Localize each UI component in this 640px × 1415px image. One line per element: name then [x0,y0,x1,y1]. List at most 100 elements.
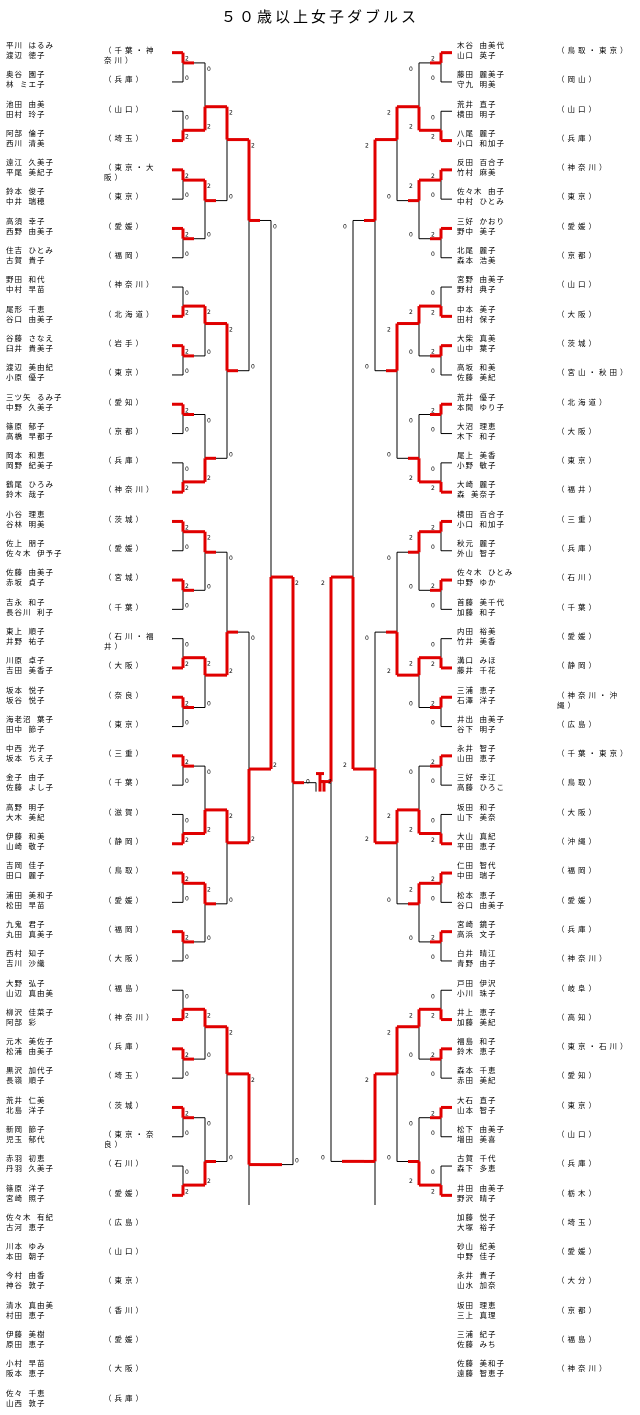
score-label: 0 [185,817,189,824]
prefecture-label: （愛知） [104,397,146,407]
prefecture-label: （香川） [104,1305,146,1315]
player-names: 永井 貴子山水 加奈 [457,1271,553,1291]
player-2-name: 佐々木 伊予子 [6,549,63,559]
entry-row: 中本 美子田村 保子（大阪） [457,302,637,331]
player-1-name: 高坂 和美 [457,363,497,373]
player-2-name: 古賀 貴子 [6,256,46,266]
player-names: 海老沼 葉子田中 節子 [6,715,98,735]
entry-row: 赤羽 初恵丹羽 久美子（石川） [6,1151,166,1180]
entry-row: 佐々木 ひとみ中野 ゆか（石川） [457,565,637,594]
score-label: 2 [431,935,435,942]
player-1-name: 佐上 朋子 [6,539,46,549]
score-label: 2 [207,661,211,668]
final-score-left: 0 [306,779,310,786]
entry-row: 白井 晴江青野 由子（神奈川） [457,946,637,975]
prefecture-label: （東京） [557,456,599,466]
score-label: 2 [409,1012,413,1019]
player-names: 住吉 ひとみ古賀 貴子 [6,246,98,266]
score-label: 2 [251,143,255,150]
score-label: 0 [207,418,211,425]
score-label: 0 [431,192,435,199]
player-1-name: 川本 ゆみ [6,1242,46,1252]
player-names: 宮崎 鏡子高浜 文子 [457,920,553,940]
player-2-name: 丸田 真美子 [6,929,55,939]
player-2-name: 三上 真理 [457,1310,497,1320]
prefecture-label: （東京・石川） [557,1042,631,1052]
score-label: 2 [365,143,369,150]
player-1-name: 池田 由美 [6,99,46,109]
player-1-name: 元木 美佐子 [6,1037,55,1047]
score-label: 0 [185,954,189,961]
prefecture-label: （兵庫） [557,133,599,143]
prefecture-label: （山口） [557,280,599,290]
score-label: 0 [185,1169,189,1176]
score-label: 0 [409,66,413,73]
entry-row: 大山 真紀平田 恵子（沖縄） [457,829,637,858]
prefecture-label: （千葉・神奈川） [104,46,157,65]
player-names: 黒沢 加代子長嶺 順子 [6,1066,98,1086]
player-2-name: 山水 加奈 [457,1281,497,1291]
player-1-name: 清水 真由美 [6,1300,55,1310]
player-names: 反田 百合子竹村 麻美 [457,158,553,178]
player-1-name: 佐藤 由美子 [6,568,55,578]
player-2-name: 森 美奈子 [457,490,497,500]
score-label: 2 [185,1052,189,1059]
score-label: 0 [387,451,391,458]
score-label: 2 [409,1178,413,1185]
player-names: 秋元 麗子外山 智子 [457,539,553,559]
player-2-name: 松田 早苗 [6,900,46,910]
player-1-name: 反田 百合子 [457,158,506,168]
prefecture-label: （京都） [104,426,146,436]
player-names: 荒井 仁美北島 洋子 [6,1096,98,1116]
score-label: 2 [207,475,211,482]
player-1-name: 大柴 真美 [457,333,497,343]
player-2-name: 長谷川 利子 [6,607,55,617]
player-names: 新岡 節子児玉 郁代 [6,1125,98,1145]
player-1-name: 岡本 和恵 [6,451,46,461]
prefecture-label: （山口） [104,1247,146,1257]
player-2-name: 小口 和加子 [457,138,506,148]
score-label: 0 [229,451,233,458]
score-label: 0 [207,1052,211,1059]
score-label: 2 [431,759,435,766]
prefecture-label: （栃木） [557,1188,599,1198]
score-label: 0 [387,1155,391,1162]
entry-row: 大石 直子山本 智子（東京） [457,1093,637,1122]
score-label: 2 [207,183,211,190]
entry-row: 佐々木 由子中村 ひとみ（東京） [457,184,637,213]
score-label: 2 [185,759,189,766]
entry-row: 西村 知子吉川 沙織（大阪） [6,946,166,975]
score-label: 0 [343,223,347,230]
score-label: 0 [431,114,435,121]
player-1-name: 三浦 紀子 [457,1330,497,1340]
score-label: 0 [207,1121,211,1128]
player-1-name: 白井 晴江 [457,949,497,959]
player-names: 中本 美子田村 保子 [457,305,553,325]
player-names: 阿部 倫子西川 清美 [6,129,98,149]
player-names: 吉岡 佳子田口 麗子 [6,861,98,881]
score-label: 2 [207,886,211,893]
player-1-name: 井田 由美子 [457,1183,506,1193]
score-label: 2 [273,762,277,769]
score-label: 2 [431,1052,435,1059]
entry-row: 佐々 千恵山西 敦子（兵庫） [6,1386,166,1415]
player-2-name: 阪本 恵子 [6,1369,46,1379]
prefecture-label: （福岡） [104,924,146,934]
player-1-name: 赤羽 初恵 [6,1154,46,1164]
player-1-name: 木谷 由美代 [457,41,506,50]
entry-row: 佐々木 有紀古河 恵子（広島） [6,1210,166,1239]
player-2-name: 野中 美子 [457,226,497,236]
player-1-name: 九鬼 君子 [6,919,46,929]
entry-row: 遠江 久美子平尾 美紀子（東京・大阪） [6,155,166,184]
player-2-name: 吉田 美香子 [6,666,55,676]
entry-row: 奥谷 園子林 ミエ子（兵庫） [6,67,166,96]
player-1-name: 内田 裕美 [457,626,497,636]
player-1-name: 永井 智子 [457,744,497,754]
player-names: 三ツ矢 るみ子中野 久美子 [6,393,98,413]
score-label: 2 [387,327,391,334]
score-label: 0 [273,223,277,230]
entry-row: 荒井 仁美北島 洋子（茨城） [6,1093,166,1122]
player-2-name: 加藤 和子 [457,607,497,617]
player-names: 八尾 麗子小口 和加子 [457,129,553,149]
entry-row: 海老沼 葉子田中 節子（東京） [6,712,166,741]
